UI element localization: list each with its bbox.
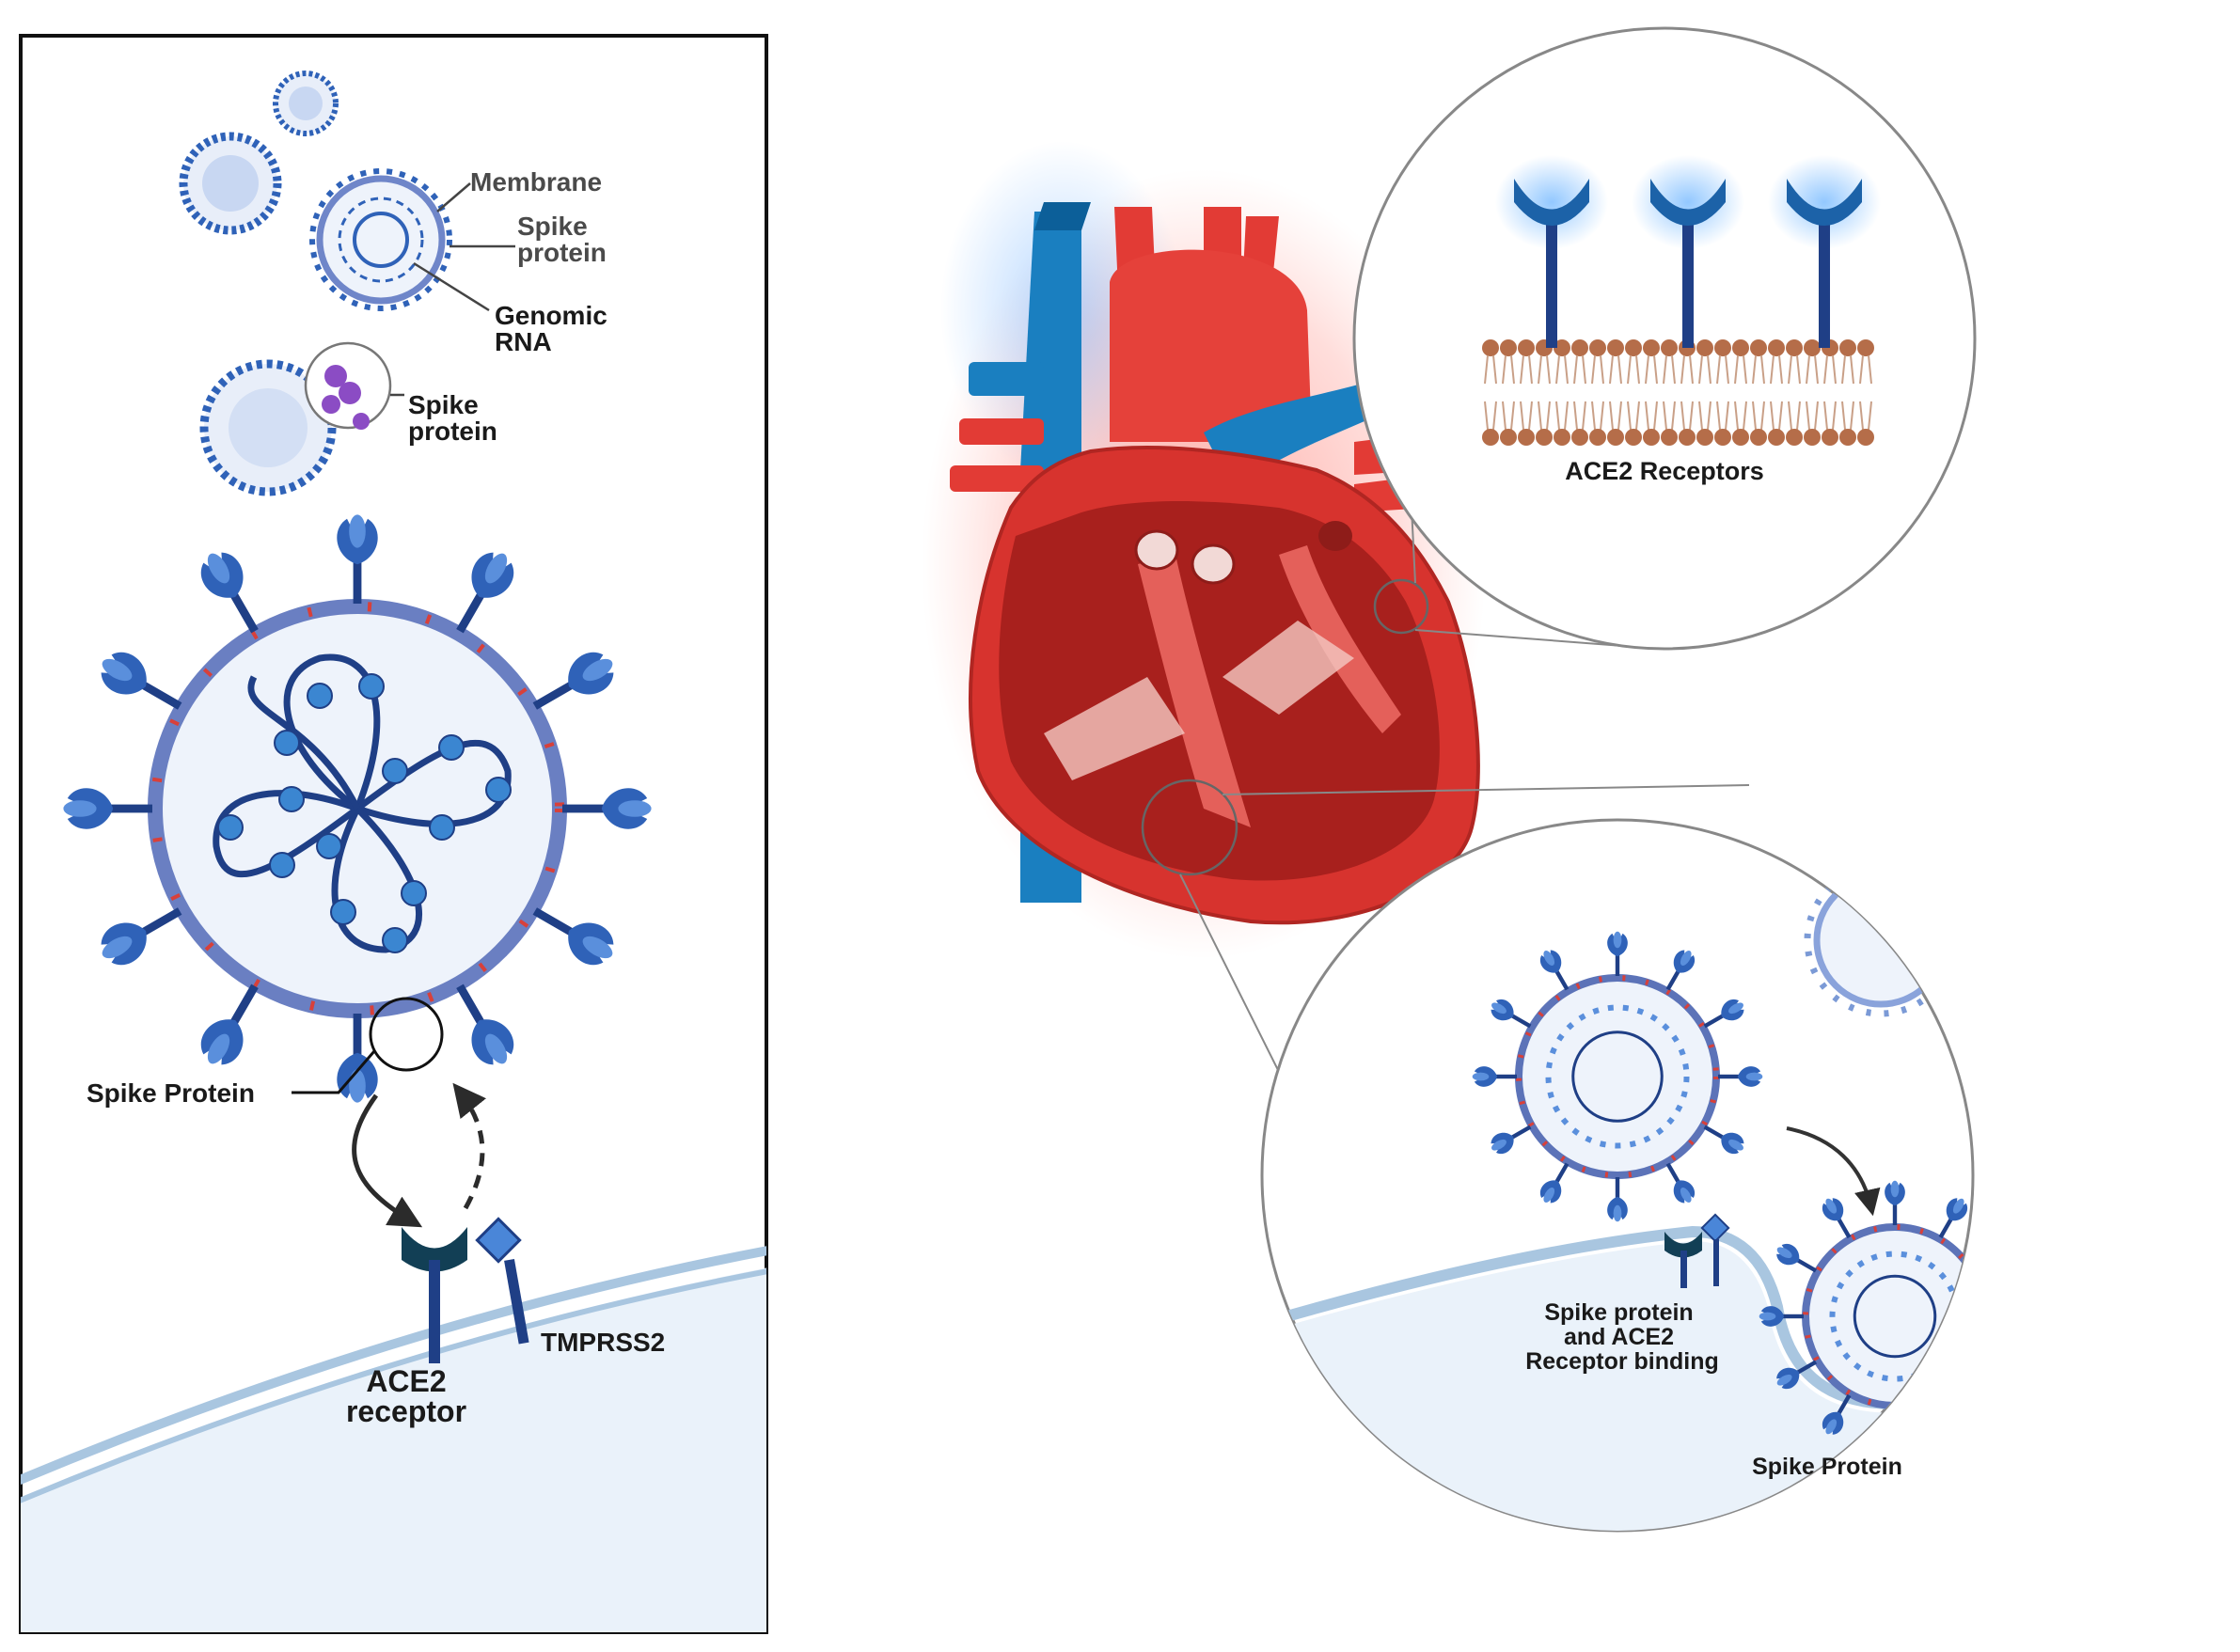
spike-protein [532, 907, 614, 966]
spike-callout [292, 997, 444, 1094]
binding-label-l3: Receptor binding [1525, 1348, 1719, 1375]
spike-protein [1776, 1360, 1818, 1389]
exit-arrow [1905, 1475, 1973, 1531]
spike-protein-main-label: Spike Protein [87, 1078, 255, 1108]
spike-protein [1718, 1066, 1763, 1087]
labeled-virus [309, 168, 515, 312]
heart-interior [999, 501, 1440, 881]
spike-protein [1972, 1360, 1973, 1375]
heart [922, 141, 1750, 1298]
cell-membrane-bottom [1262, 1174, 1973, 1409]
spike-protein [1822, 1393, 1852, 1435]
spike-protein [1938, 1393, 1967, 1435]
spike-protein [456, 983, 514, 1065]
nucleocapsid-beads [217, 673, 512, 953]
spike-protein [1938, 1198, 1967, 1239]
spike-protein [1885, 1180, 1905, 1225]
ace2-receptor-group [1495, 155, 1881, 348]
small-virus-2 [179, 132, 282, 235]
tmprss2-bound [1700, 1213, 1730, 1243]
faded-virus [1813, 873, 1948, 1008]
spike-protein [101, 907, 182, 966]
spike-protein [1665, 1162, 1695, 1204]
ace2-receptor-top [1632, 155, 1744, 348]
spike-proteins [63, 514, 652, 1103]
spike-protein [337, 514, 378, 604]
purple-spike-virus [199, 341, 404, 496]
host-cell [21, 1246, 766, 1632]
spike-protein [1822, 1198, 1852, 1239]
spike-protein [1607, 931, 1628, 976]
spike-protein [562, 788, 652, 829]
ace2-receptors-label: ACE2 Receptors [1565, 457, 1764, 485]
spike-protein [1972, 1258, 1973, 1273]
ace2-receptor-top [1768, 155, 1881, 348]
spike-protein [1540, 1162, 1570, 1204]
spike-protein [1472, 1066, 1517, 1087]
aorta [1110, 249, 1312, 442]
binding-label-l2: and ACE2 [1564, 1324, 1674, 1350]
spike-protein [200, 983, 259, 1065]
binding-virus [1472, 931, 1763, 1222]
ace2-receptor [402, 1227, 467, 1363]
spike-protein [1776, 1244, 1818, 1273]
spike-protein [1885, 1408, 1905, 1453]
small-virus-1 [273, 71, 339, 136]
entry-arrow [1786, 1126, 1881, 1217]
binding-inset: Spike protein and ACE2 Receptor binding … [1260, 818, 2030, 1533]
spike-protein [1491, 999, 1532, 1029]
spike-protein [1665, 950, 1695, 991]
spike-protein-bottom-label: Spike Protein [1752, 1454, 1902, 1480]
inset-frame-top [1352, 26, 1977, 651]
zoom-marker-top [1373, 578, 1429, 635]
spike-protein [1703, 999, 1744, 1029]
spike-protein [200, 552, 259, 634]
binding-label-line1: Spike protein and ACE2 Receptor binding [1525, 1299, 1719, 1375]
spike-protein [532, 652, 614, 710]
lipid-bilayer [1482, 339, 1874, 446]
spike-protein [1986, 1306, 2030, 1327]
spike-protein [101, 652, 182, 710]
tmprss2-label: TMPRSS2 [541, 1328, 665, 1357]
spike-protein [1607, 1177, 1628, 1222]
spike-protein [63, 788, 152, 829]
ace2-bound [1664, 1232, 1702, 1258]
binding-label-l1: Spike protein [1544, 1299, 1693, 1326]
binding-arrow [352, 1093, 423, 1228]
spike-protein [1759, 1306, 1804, 1327]
ace2-receptor-top [1495, 155, 1608, 348]
main-virus [63, 514, 652, 1103]
ace2-receptors-inset: ACE2 Receptors [1352, 26, 1977, 651]
spike-protein [456, 552, 514, 634]
spike-protein [1540, 950, 1570, 991]
membrane-label: Membrane [470, 167, 602, 197]
zoom-marker-bottom [1141, 779, 1238, 876]
tmprss2-receptor [475, 1217, 529, 1345]
spike-protein [1703, 1125, 1744, 1154]
spike-protein [1491, 1125, 1532, 1154]
